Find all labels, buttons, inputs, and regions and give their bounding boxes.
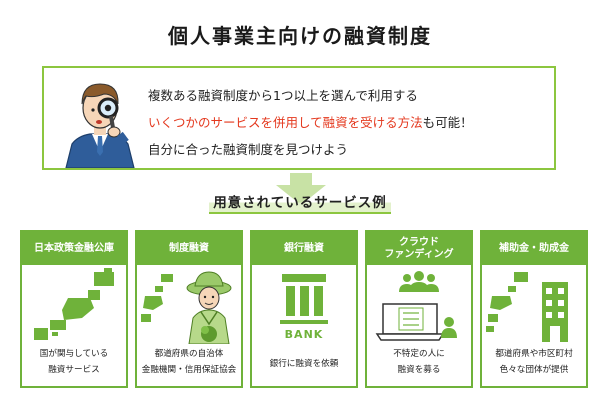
card-description: 銀行に融資を依頼 [269, 359, 339, 369]
service-card-crowdfunding: クラウド ファンディング 不特 [365, 230, 473, 388]
info-line-3: 自分に合った融資制度を見つけよう [148, 142, 349, 157]
card-title: 銀行融資 [252, 232, 356, 265]
service-cards: 日本政策金融公庫 国が関与している 融資サービス 制度融資 [20, 230, 590, 390]
card-description: 都道府県や市区町村 色々な団体が提供 [495, 349, 573, 375]
info-line-2-highlight: いくつかのサービスを併用して融資を受ける方法 [148, 115, 423, 130]
card-title: 日本政策金融公庫 [22, 232, 126, 265]
card-title: 制度融資 [137, 232, 241, 265]
service-card-system-loan: 制度融資 都道府県の自治体 金融機関・信用保証協会 [135, 230, 243, 388]
info-line-1: 複数ある融資制度から1つ以上を選んで利用する [148, 88, 418, 103]
japan-map-and-building-icon [486, 272, 568, 342]
japan-map-icon [34, 268, 114, 340]
card-description: 国が関与している 融資サービス [39, 349, 109, 375]
card-title: クラウド ファンディング [367, 232, 471, 265]
services-heading: 用意されているサービス例 [0, 191, 600, 214]
info-line-2-rest: も可能！ [422, 115, 473, 130]
businessman-with-magnifier-icon [65, 83, 135, 168]
service-card-japan-finance: 日本政策金融公庫 国が関与している 融資サービス [20, 230, 128, 388]
card-title: 補助金・助成金 [482, 232, 586, 265]
service-card-bank-loan: 銀行融資 BANK 銀行に融資を依頼 [250, 230, 358, 388]
page-title: 個人事業主向けの融資制度 [168, 24, 432, 48]
bank-label: BANK [285, 328, 324, 341]
laptop-and-people-icon [375, 271, 457, 341]
info-line-2: いくつかのサービスを併用して融資を受ける方法も可能！ [148, 109, 548, 136]
card-description: 都道府県の自治体 金融機関・信用保証協会 [141, 349, 237, 375]
down-arrow-icon [276, 173, 326, 205]
info-box: 複数ある融資制度から1つ以上を選んで利用する いくつかのサービスを併用して融資を… [42, 66, 556, 170]
service-card-subsidies: 補助金・助成金 都道府県や市区町村 色々な団体が提供 [480, 230, 588, 388]
card-description: 不特定の人に 融資を募る [393, 349, 445, 375]
bank-icon: BANK [280, 274, 328, 341]
farmer-and-japan-map-icon [141, 271, 232, 344]
